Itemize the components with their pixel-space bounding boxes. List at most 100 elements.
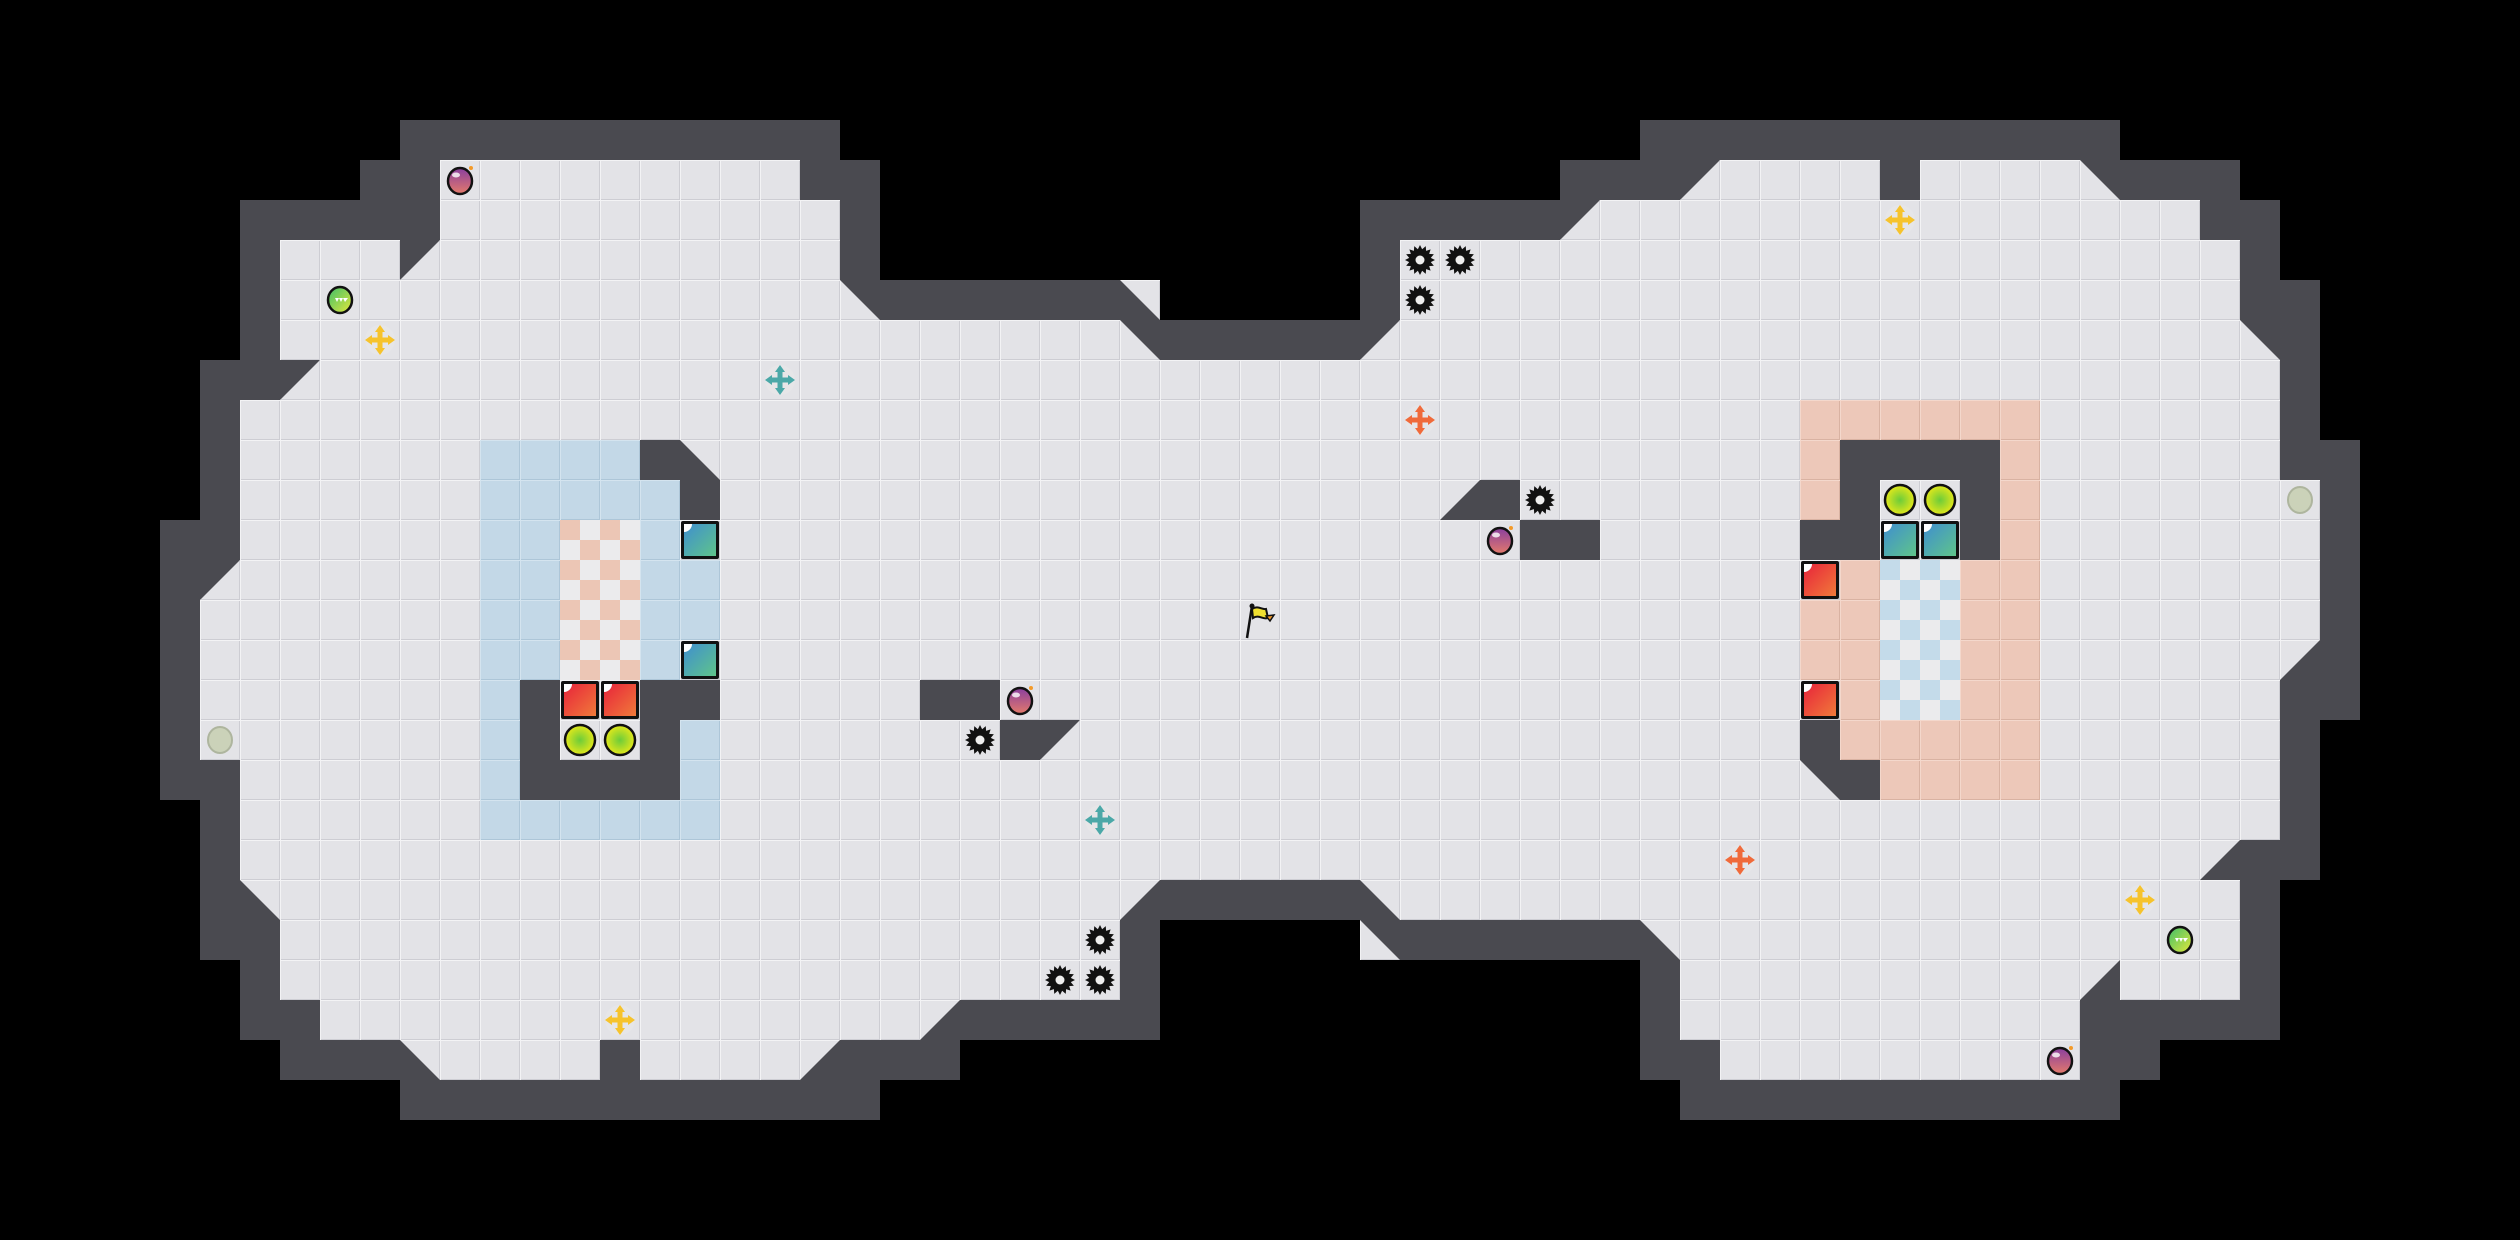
floor-tile [1120, 640, 1160, 680]
wall-tile [520, 1080, 560, 1120]
floor-tile [1200, 520, 1240, 560]
wall-tile [1080, 1000, 1120, 1040]
floor-tile [1320, 560, 1360, 600]
checker-square [1880, 580, 1900, 600]
diagonal-wall-tile [680, 440, 720, 480]
floor-tile [680, 360, 720, 400]
wall-tile [1920, 120, 1960, 160]
floor-tile [840, 840, 880, 880]
floor-tile [1560, 720, 1600, 760]
wall-tile [400, 120, 440, 160]
floor-tile [1040, 400, 1080, 440]
floor-tile [1520, 680, 1560, 720]
floor-tile [1240, 480, 1280, 520]
floor-tile [1200, 760, 1240, 800]
floor-tile [1640, 280, 1680, 320]
floor-tile [1680, 560, 1720, 600]
floor-tile [1000, 560, 1040, 600]
floor-tile [480, 240, 520, 280]
floor-tile [1000, 520, 1040, 560]
floor-tile [1320, 400, 1360, 440]
floor-tile [760, 400, 800, 440]
floor-tile [840, 360, 880, 400]
floor-tile [1720, 240, 1760, 280]
floor-tile [1760, 200, 1800, 240]
floor-tile [400, 800, 440, 840]
floor-tile [2160, 320, 2200, 360]
floor-tile [440, 240, 480, 280]
diagonal-wall-tile [1680, 160, 1720, 200]
floor-tile [1360, 720, 1400, 760]
floor-tile [400, 440, 440, 480]
red-zone-tile [1800, 480, 1840, 520]
checker-square [560, 560, 580, 580]
floor-tile [1600, 440, 1640, 480]
floor-tile [1960, 1000, 2000, 1040]
floor-tile [1320, 680, 1360, 720]
wall-tile [1240, 320, 1280, 360]
floor-tile [1280, 800, 1320, 840]
floor-tile [2120, 400, 2160, 440]
floor-tile [2200, 320, 2240, 360]
floor-tile [440, 720, 480, 760]
floor-tile [1840, 160, 1880, 200]
floor-tile [2040, 320, 2080, 360]
floor-tile [1960, 280, 2000, 320]
floor-tile [1680, 800, 1720, 840]
wall-tile [1520, 200, 1560, 240]
spike-icon [1080, 960, 1120, 1000]
floor-tile [880, 320, 920, 360]
floor-tile [800, 640, 840, 680]
diagonal-wall-tile [1120, 880, 1160, 920]
floor-tile [1400, 640, 1440, 680]
floor-tile [1800, 1000, 1840, 1040]
floor-tile [520, 1040, 560, 1080]
floor-tile [1600, 560, 1640, 600]
floor-tile [760, 520, 800, 560]
floor-tile [800, 480, 840, 520]
floor-tile [1880, 1040, 1920, 1080]
wall-tile [200, 480, 240, 520]
floor-tile [1560, 320, 1600, 360]
floor-tile [1600, 200, 1640, 240]
floor-tile [1520, 360, 1560, 400]
wall-tile [2160, 1000, 2200, 1040]
checker-square [1880, 600, 1900, 620]
floor-tile [1640, 600, 1680, 640]
floor-tile [2080, 240, 2120, 280]
floor-tile [1040, 440, 1080, 480]
floor-tile [1520, 560, 1560, 600]
wall-tile [2280, 840, 2320, 880]
wall-tile [2240, 200, 2280, 240]
floor-tile [280, 480, 320, 520]
wall-tile [1560, 160, 1600, 200]
floor-tile [760, 1000, 800, 1040]
floor-tile [1440, 440, 1480, 480]
floor-tile [360, 880, 400, 920]
floor-tile [760, 160, 800, 200]
wall-tile [160, 640, 200, 680]
floor-tile [2000, 880, 2040, 920]
checker-square [1880, 680, 1900, 700]
floor-tile [880, 760, 920, 800]
floor-tile [2200, 520, 2240, 560]
floor-tile [1160, 600, 1200, 640]
floor-tile [1440, 640, 1480, 680]
floor-tile [1280, 640, 1320, 680]
wall-tile [1280, 880, 1320, 920]
floor-tile [1760, 1000, 1800, 1040]
wall-tile [560, 120, 600, 160]
floor-tile [480, 1040, 520, 1080]
floor-tile [2200, 880, 2240, 920]
wall-tile [2280, 800, 2320, 840]
wall-tile [760, 1080, 800, 1120]
wall-tile [2120, 1040, 2160, 1080]
teal-gate-tile [1880, 520, 1920, 560]
floor-tile [2120, 600, 2160, 640]
floor-tile [360, 240, 400, 280]
checker-square [580, 660, 600, 680]
floor-tile [1880, 240, 1920, 280]
red-zone-tile [1960, 400, 2000, 440]
checker-square [1940, 640, 1960, 660]
wall-tile [1600, 160, 1640, 200]
